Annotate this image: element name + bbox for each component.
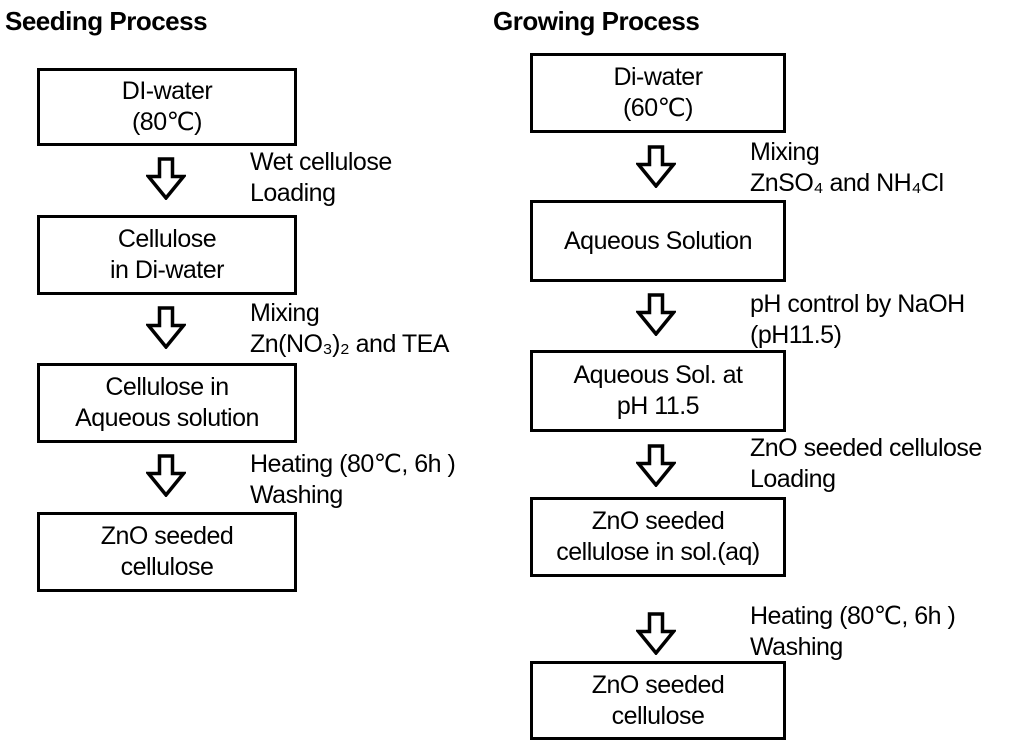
label-ph-control-naoh: pH control by NaOH (pH11.5) [750, 290, 965, 349]
box-zno-seeded-cellulose-final: ZnO seeded cellulose [530, 661, 786, 740]
down-arrow-icon [146, 454, 186, 497]
growing-process-title: Growing Process [493, 6, 700, 36]
down-arrow-icon [636, 612, 676, 655]
box-aqueous-solution: Aqueous Solution [530, 200, 786, 282]
label-heating-washing-growing: Heating (80℃, 6h ) Washing [750, 602, 956, 661]
down-arrow-icon [146, 306, 186, 349]
label-wet-cellulose-loading: Wet cellulose Loading [250, 148, 392, 207]
box-zno-seeded-cellulose-seeding: ZnO seeded cellulose [37, 512, 297, 592]
down-arrow-icon [636, 145, 676, 188]
box-zno-seeded-cellulose-in-sol: ZnO seeded cellulose in sol.(aq) [530, 497, 786, 577]
label-mixing-znso4-nh4cl: Mixing ZnSO₄ and NH₄Cl [750, 138, 944, 197]
down-arrow-icon [146, 157, 186, 200]
label-mixing-zn-no3-tea: Mixing Zn(NO₃)₂ and TEA [250, 299, 449, 358]
label-heating-washing-seeding: Heating (80℃, 6h ) Washing [250, 450, 456, 509]
box-di-water-80c: DI-water (80℃) [37, 68, 297, 146]
box-di-water-60c: Di-water (60℃) [530, 53, 786, 133]
down-arrow-icon [636, 444, 676, 487]
label-zno-seeded-cellulose-loading: ZnO seeded cellulose Loading [750, 434, 982, 493]
down-arrow-icon [636, 293, 676, 336]
box-cellulose-in-di-water: Cellulose in Di-water [37, 215, 297, 295]
box-aqueous-sol-ph-11-5: Aqueous Sol. at pH 11.5 [530, 350, 786, 432]
box-cellulose-in-aqueous-solution: Cellulose in Aqueous solution [37, 363, 297, 443]
seeding-process-title: Seeding Process [5, 6, 208, 36]
